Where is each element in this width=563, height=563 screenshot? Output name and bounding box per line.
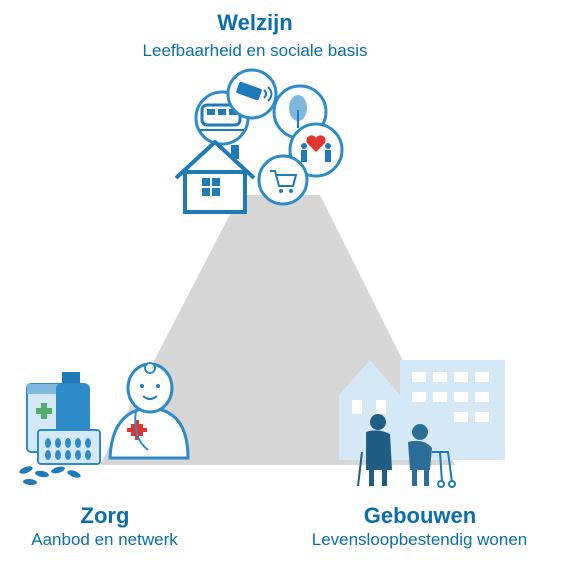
people-heart-icon	[288, 122, 344, 178]
camera-icon	[226, 68, 278, 120]
zorg-subtitle: Aanbod en netwerk	[31, 530, 178, 549]
zorg-title: Zorg	[80, 503, 130, 528]
shopping-cart-icon	[257, 154, 309, 206]
doctor-icon	[108, 362, 190, 460]
gebouwen-subtitle: Levensloopbestendig wonen	[311, 530, 528, 549]
zorg-icons	[19, 362, 190, 486]
welzijn-subtitle: Leefbaarheid en sociale basis	[142, 41, 368, 60]
gebouwen-icons	[339, 360, 505, 488]
pills-icon	[19, 429, 101, 486]
welzijn-icons	[174, 68, 344, 214]
house-icon	[174, 140, 256, 214]
elderly-couple-icon	[357, 414, 456, 488]
welzijn-title: Welzijn	[217, 10, 293, 35]
gebouwen-title: Gebouwen	[363, 503, 477, 528]
